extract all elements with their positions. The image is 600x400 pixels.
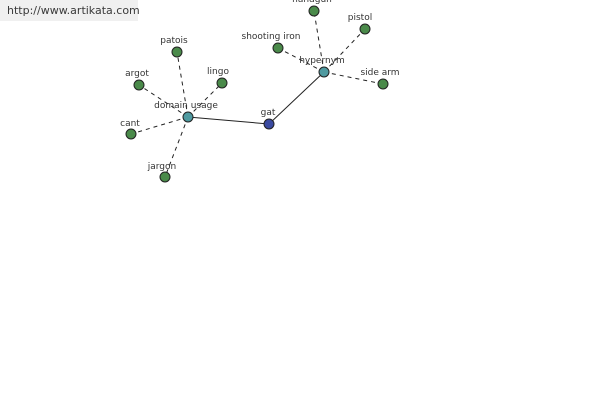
node-handgun[interactable] <box>308 5 320 17</box>
label-shooting-iron: shooting iron <box>242 32 301 42</box>
edge-domain-usage-argot <box>138 84 189 118</box>
edge-hypernym-handgun <box>313 10 325 73</box>
label-patois: patois <box>160 36 188 46</box>
edge-domain-usage-cant <box>130 116 189 135</box>
label-jargon: jargon <box>147 162 176 172</box>
edge-domain-usage-lingo <box>187 82 223 118</box>
edge-hypernym-side-arm <box>323 71 384 85</box>
label-handgun: handgun <box>292 0 332 5</box>
node-side-arm[interactable] <box>377 78 389 90</box>
graph-edges <box>130 10 384 178</box>
node-pistol[interactable] <box>359 23 371 35</box>
node-argot[interactable] <box>133 79 145 91</box>
node-gat[interactable] <box>263 118 275 130</box>
node-cant[interactable] <box>125 128 137 140</box>
label-pistol: pistol <box>348 13 372 23</box>
label-gat: gat <box>261 108 276 118</box>
edge-domain-usage-jargon <box>164 116 189 178</box>
node-shooting-iron[interactable] <box>272 42 284 54</box>
url-watermark-text: http://www.artikata.com <box>7 4 140 17</box>
label-cant: cant <box>120 119 140 129</box>
node-patois[interactable] <box>171 46 183 58</box>
label-hypernym: hypernym <box>299 56 345 66</box>
label-side-arm: side arm <box>360 68 399 78</box>
edge-hypernym-pistol <box>323 28 366 73</box>
node-domain-usage[interactable] <box>182 111 194 123</box>
url-watermark-bar: http://www.artikata.com <box>0 0 140 21</box>
edge-gat-domain-usage <box>187 116 270 125</box>
node-lingo[interactable] <box>216 77 228 89</box>
graph-labels: patois argot lingo cant jargon handgun pistol s… <box>120 0 399 172</box>
label-argot: argot <box>125 69 149 79</box>
node-jargon[interactable] <box>159 171 171 183</box>
graph-nodes <box>125 5 389 183</box>
edge-hypernym-shooting-iron <box>277 47 325 73</box>
node-hypernym[interactable] <box>318 66 330 78</box>
edge-domain-usage-patois <box>176 51 189 118</box>
edge-gat-hypernym <box>268 71 325 125</box>
label-lingo: lingo <box>207 67 229 77</box>
label-domain-usage: domain usage <box>154 101 218 111</box>
